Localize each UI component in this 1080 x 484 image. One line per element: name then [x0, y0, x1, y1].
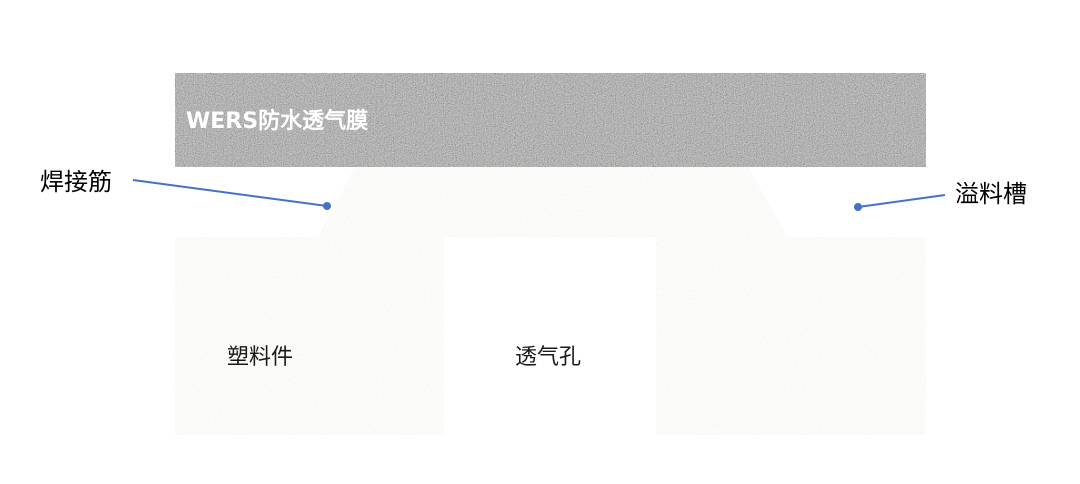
membrane-label: WERS防水透气膜 [186, 108, 368, 134]
plastic-part-label: 塑料件 [227, 345, 293, 370]
overflow-groove-callout [854, 194, 946, 211]
plastic-part [175, 167, 926, 435]
overflow-groove-label: 溢料槽 [955, 180, 1027, 208]
vent-hole [444, 237, 656, 435]
membrane-layer [175, 73, 926, 167]
vent-hole-label: 透气孔 [515, 345, 581, 370]
weld-rib-label: 焊接筋 [40, 168, 112, 196]
weld-rib-callout [132, 179, 331, 210]
